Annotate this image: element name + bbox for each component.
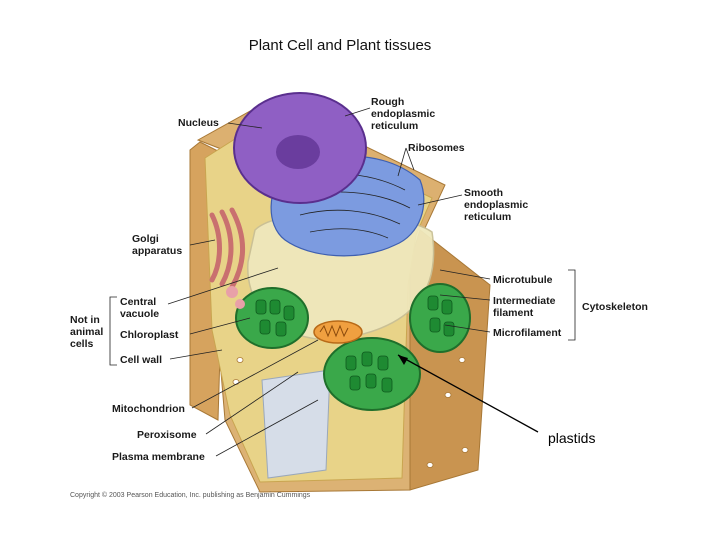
copyright-text: Copyright © 2003 Pearson Education, Inc.…: [70, 491, 311, 499]
golgi-apparatus: [209, 207, 245, 290]
label-peroxisome: Peroxisome: [137, 429, 197, 441]
plasma-membrane-slab: [261, 369, 331, 479]
label-plastids: plastids: [548, 430, 595, 446]
label-rough-er: Rough endoplasmic reticulum: [371, 96, 438, 132]
chloroplast-1: [235, 287, 309, 349]
label-cytoskeleton: Cytoskeleton: [582, 301, 648, 313]
label-central-vacuole: Central vacuole: [120, 296, 159, 320]
chloroplast-2: [409, 283, 471, 353]
chloroplasts: [235, 283, 471, 411]
nucleolus: [276, 135, 320, 169]
slide-title: Plant Cell and Plant tissues: [248, 37, 432, 54]
label-nucleus: Nucleus: [178, 117, 219, 129]
label-smooth-er: Smooth endoplasmic reticulum: [464, 187, 531, 223]
label-not-in-animal-cells: Not in animal cells: [70, 314, 106, 350]
label-mitochondrion: Mitochondrion: [112, 403, 185, 415]
plastids-arrow: [397, 354, 539, 433]
label-intermediate-filament: Intermediate filament: [493, 295, 558, 319]
label-ribosomes: Ribosomes: [408, 142, 465, 154]
label-plasma-membrane: Plasma membrane: [112, 451, 205, 463]
labels: Nucleus Rough endoplasmic reticulum Ribo…: [70, 96, 648, 499]
cell-illustration: [189, 92, 491, 493]
label-microtubule: Microtubule: [493, 274, 553, 286]
mitochondrion-cristae: [319, 324, 349, 338]
label-cell-wall: Cell wall: [120, 354, 162, 366]
label-golgi: Golgi apparatus: [132, 233, 182, 257]
label-microfilament: Microfilament: [493, 327, 562, 339]
label-chloroplast: Chloroplast: [120, 329, 179, 341]
leader-lines: [109, 107, 576, 457]
